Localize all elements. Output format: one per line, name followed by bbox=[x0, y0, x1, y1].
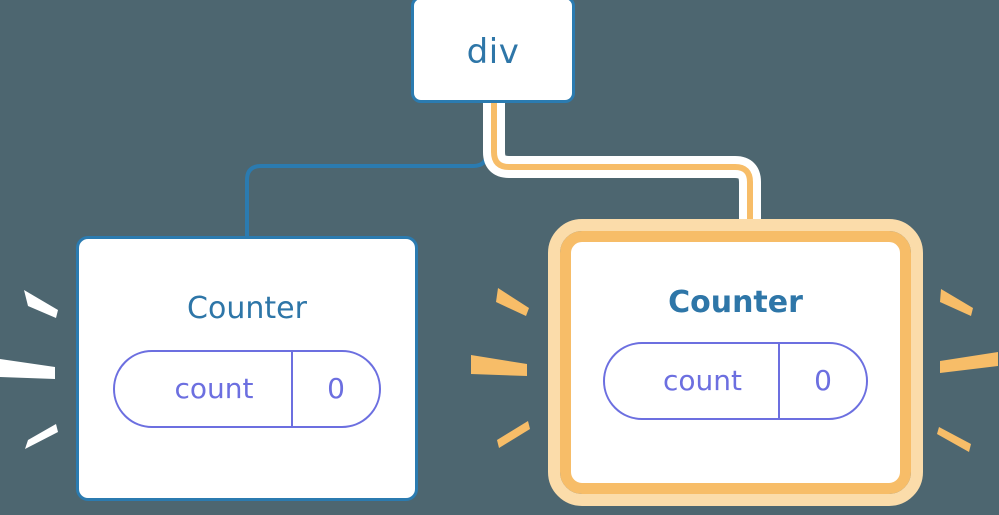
prop-key-left: count bbox=[115, 352, 293, 426]
node-counter-left-title: Counter bbox=[187, 291, 307, 326]
prop-key-right: count bbox=[605, 344, 780, 418]
node-div[interactable]: div bbox=[411, 0, 575, 103]
node-counter-right[interactable]: Counter count 0 bbox=[548, 219, 923, 506]
node-div-label: div bbox=[466, 31, 520, 72]
prop-pill-right: count 0 bbox=[603, 342, 868, 420]
node-counter-left[interactable]: Counter count 0 bbox=[76, 236, 418, 501]
node-counter-right-title: Counter bbox=[668, 285, 803, 320]
prop-value-right: 0 bbox=[814, 364, 832, 397]
edge-div-to-counter-right bbox=[491, 100, 753, 239]
prop-pill-left: count 0 bbox=[113, 350, 381, 428]
edge-div-to-counter-left bbox=[245, 101, 489, 240]
prop-value-left: 0 bbox=[327, 372, 345, 405]
